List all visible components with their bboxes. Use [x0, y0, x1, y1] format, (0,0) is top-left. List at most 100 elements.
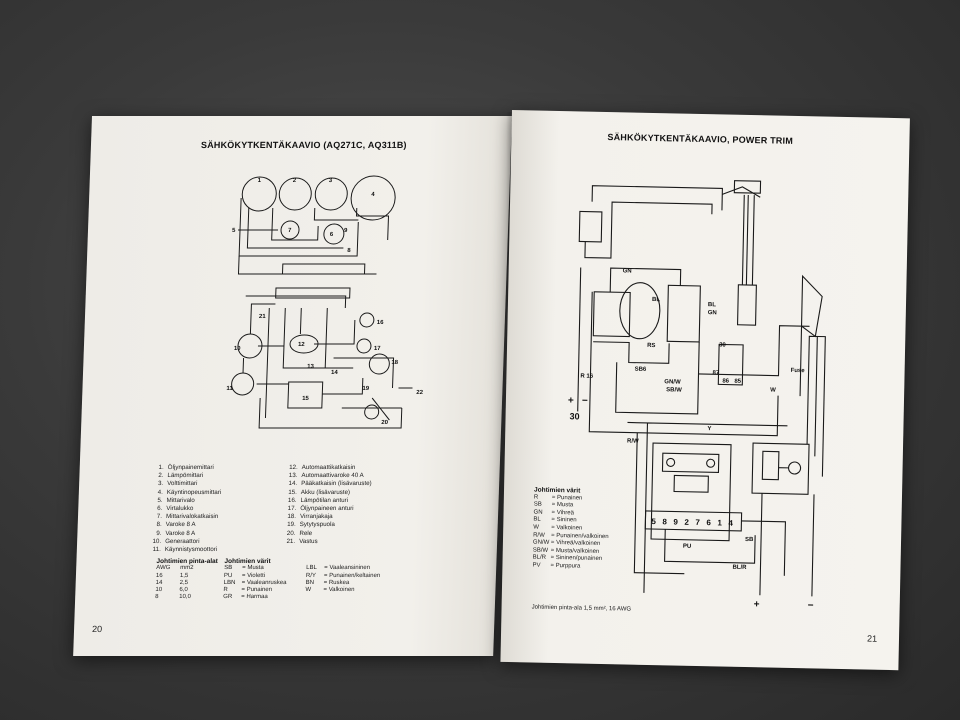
terminal-number: 8 — [662, 517, 667, 526]
diagram-label: + — [568, 395, 574, 406]
diagram-label: 12 — [298, 342, 306, 348]
diagram-label: 21 — [259, 314, 267, 320]
component-legend-col1: 1.Öljynpainemittari 2.Lämpömittari 3.Vol… — [147, 464, 222, 554]
terminal-number: 6 — [706, 518, 711, 527]
legend-item: 11.Käynnistysmoottori — [152, 546, 218, 554]
diagram-label: 3 — [329, 178, 333, 184]
legend-item: 7.Mittarivalokatkaisin — [156, 513, 219, 521]
diagram-label: 8 — [347, 248, 351, 254]
legend-item: 1.Öljynpainemittari — [158, 464, 214, 471]
legend-item: 17.Öljynpaineen anturi — [287, 505, 354, 513]
diagram-label: PU — [683, 544, 691, 550]
legend-item: 16.Lämpötilan anturi — [287, 496, 349, 504]
legend-item: 4.Käyntinopeusmittari — [157, 488, 222, 496]
diagram-label: GN/W — [664, 379, 681, 385]
terminal-number: 2 — [684, 518, 689, 527]
power-trim-wire-colors: Johtimien värit R= Punainen SB= Musta GN… — [532, 487, 609, 572]
diagram-label: BL — [708, 302, 716, 308]
diagram-label: 4 — [371, 192, 375, 198]
diagram-label: SB/W — [666, 387, 682, 393]
diagram-label: 87 — [712, 370, 719, 376]
legend-item: 20.Rele — [286, 529, 313, 537]
diagram-label: 11 — [226, 386, 233, 392]
diagram-label: BL/R — [732, 565, 747, 571]
wire-colors-title: Johtimien värit — [224, 558, 271, 565]
diagram-label: R 16 — [580, 373, 593, 379]
legend-item: 19.Sytytyspuola — [286, 521, 335, 529]
left-page-number: 20 — [91, 624, 103, 634]
diagram-label: 5 — [232, 228, 236, 234]
diagram-label: 30 — [569, 411, 579, 421]
legend-item: 15.Akku (lisävaruste) — [288, 488, 351, 496]
diagram-label: Y — [707, 426, 711, 432]
diagram-label: 17 — [374, 346, 382, 352]
diagram-label: W — [770, 387, 776, 393]
diagram-label: 30 — [719, 342, 726, 348]
wire-area-note: Johtimien pinta-ala 1,5 mm², 16 AWG — [531, 604, 632, 613]
diagram-label: − — [582, 396, 588, 407]
legend-item: 8.Varoke 8 A — [156, 521, 196, 529]
diagram-label: GN — [623, 268, 632, 274]
left-manual-page: SÄHKÖKYTKENTÄKAAVIO (AQ271C, AQ311B) — [73, 116, 512, 656]
terminal-strip: 5 8 9 2 7 6 1 4 — [651, 517, 733, 528]
terminal-number: 5 — [651, 517, 656, 526]
legend-item: 5.Mittarivalo — [157, 496, 195, 504]
engine-wiring-diagram: 1 2 3 4 5 6 7 8 9 10 11 12 13 14 15 16 1… — [226, 175, 424, 429]
diagram-label: 9 — [344, 228, 348, 234]
diagram-label: 19 — [362, 386, 370, 392]
diagram-label: 86 — [722, 378, 729, 384]
diagram-label: − — [808, 600, 814, 611]
right-manual-page: SÄHKÖKYTKENTÄKAAVIO, POWER TRIM — [500, 110, 910, 671]
diagram-label: 15 — [302, 396, 310, 402]
terminal-number: 7 — [695, 518, 700, 527]
diagram-label: GN — [708, 310, 717, 316]
terminal-number: 9 — [673, 517, 678, 526]
diagram-label: 13 — [307, 364, 315, 370]
legend-item: 9.Varoke 8 A — [156, 529, 196, 537]
diagram-label: 20 — [381, 420, 389, 426]
diagram-label: R/W — [627, 438, 639, 444]
diagram-label: 85 — [734, 379, 741, 385]
legend-item: 18.Virranjakaja — [287, 513, 333, 521]
left-page-title: SÄHKÖKYTKENTÄKAAVIO (AQ271C, AQ311B) — [200, 140, 407, 150]
wire-area-title: Johtimien pinta-alat — [156, 558, 218, 565]
diagram-label: + — [754, 599, 760, 610]
legend-item: 13.Automaattivaroke 40 A — [288, 472, 364, 480]
diagram-label: 6 — [330, 232, 334, 238]
right-page-title: SÄHKÖKYTKENTÄKAAVIO, POWER TRIM — [607, 132, 794, 146]
diagram-label: 10 — [234, 346, 242, 352]
diagram-label: 18 — [391, 360, 399, 366]
legend-item: 12.Automaattikatkaisin — [288, 464, 356, 471]
diagram-label: Fuse — [791, 368, 806, 374]
diagram-label: BL — [652, 297, 660, 303]
legend-item: 14.Pääkatkaisin (lisävaruste) — [288, 480, 372, 488]
diagram-label: 1 — [258, 178, 262, 184]
power-trim-wiring-diagram: GN BL BL GN RS SB 6 GN/W SB/W R 16 + − 30… — [568, 180, 826, 611]
diagram-label: 2 — [293, 178, 297, 184]
legend-item: 6.Virtalukko — [156, 505, 194, 513]
component-legend-col2: 12.Automaattikatkaisin 13.Automaattivaro… — [281, 464, 372, 546]
terminal-number: 4 — [728, 519, 733, 528]
diagram-label: SB — [745, 537, 754, 543]
legend-item: 2.Lämpömittari — [158, 472, 204, 480]
legend-item: 3.Volttimittari — [157, 480, 198, 488]
diagram-label: 22 — [416, 390, 424, 396]
terminal-number: 1 — [717, 518, 722, 527]
diagram-label: 14 — [331, 370, 339, 376]
diagram-label: RS — [647, 343, 655, 349]
legend-item: 10.Generaattori — [152, 537, 200, 545]
legend-item: 21.Vastus — [286, 537, 318, 545]
table-row: GR= Harmaa — [223, 594, 268, 601]
diagram-label: 16 — [377, 320, 385, 326]
right-page-number: 21 — [866, 633, 878, 644]
